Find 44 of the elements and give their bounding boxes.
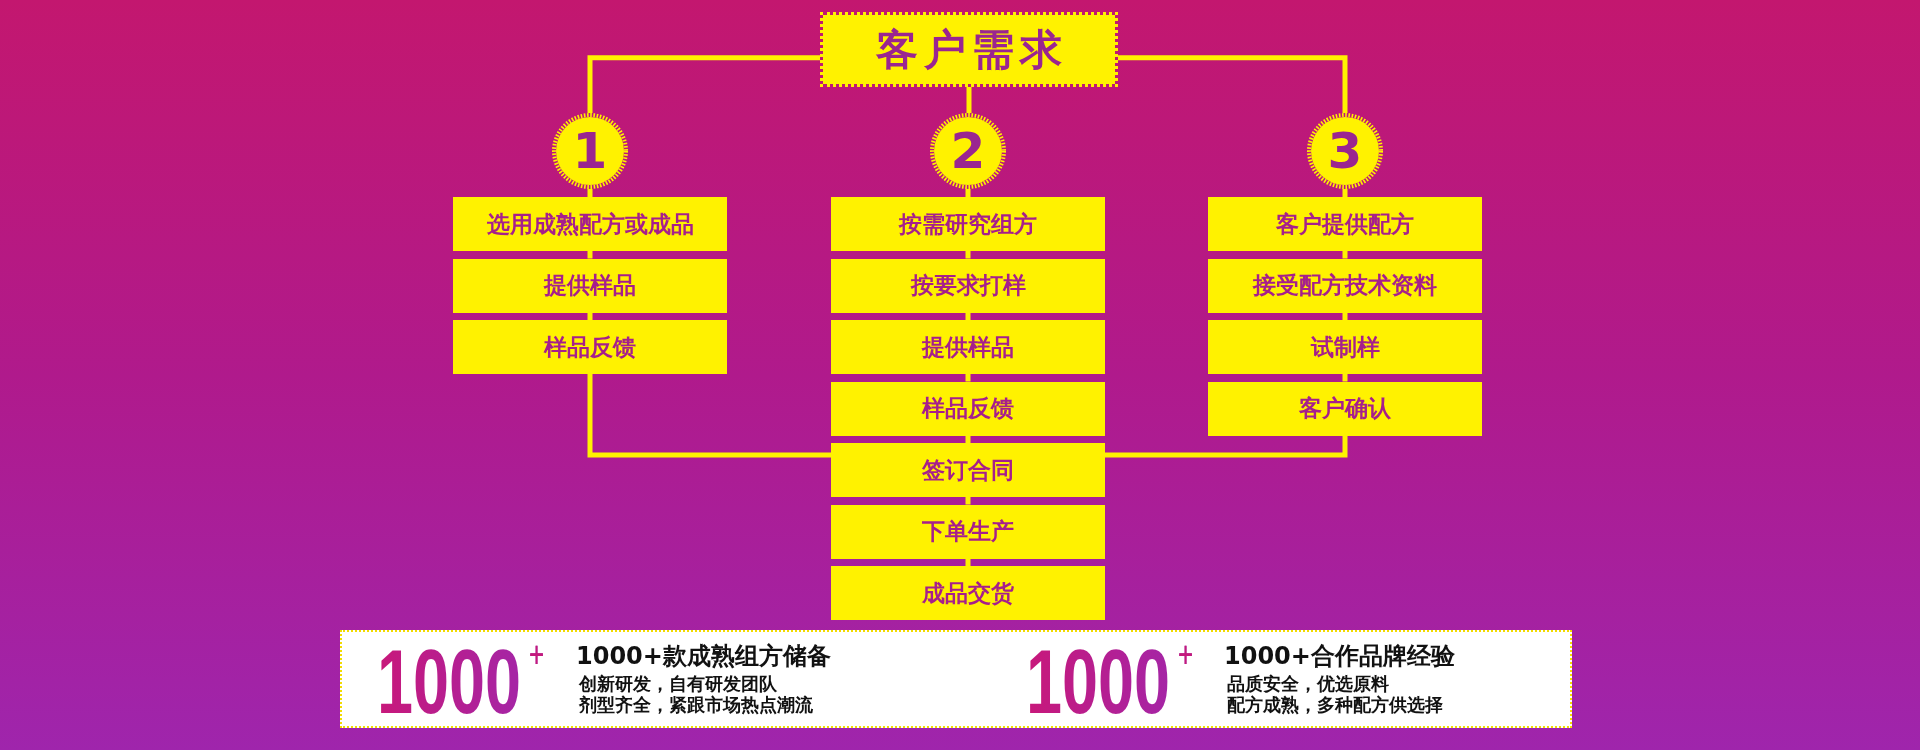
- step-number-circle: 2: [930, 113, 1006, 189]
- connector-line: [1342, 251, 1348, 259]
- step-number-circle: 3: [1307, 113, 1383, 189]
- connector-line: [966, 87, 972, 113]
- step-box: 按要求打样: [831, 258, 1105, 313]
- connector-line: [587, 374, 831, 458]
- step-box: 样品反馈: [453, 320, 727, 374]
- connector-line: [965, 374, 971, 382]
- step-number-circle: 1: [552, 113, 628, 189]
- step-box: 提供样品: [453, 258, 727, 313]
- step-box: 选用成熟配方或成品: [453, 197, 727, 251]
- connector-line: [965, 497, 971, 505]
- step-box: 下单生产: [831, 504, 1105, 559]
- connector-line: [965, 558, 971, 566]
- connector-line: [965, 251, 971, 259]
- feature-text: 配方成熟，多种配方供选择: [1227, 694, 1443, 715]
- step-box: 按需研究组方: [831, 197, 1105, 251]
- feature-text: 创新研发，自有研发团队: [579, 673, 777, 694]
- connector-line: [1342, 374, 1348, 382]
- step-box: 客户提供配方: [1208, 197, 1482, 251]
- step-box: 签订合同: [831, 443, 1105, 497]
- connector-line: [587, 189, 593, 197]
- feature-text: 剂型齐全，紧跟市场热点潮流: [579, 694, 813, 715]
- step-box: 客户确认: [1208, 381, 1482, 436]
- connector-line: [1342, 189, 1348, 197]
- connector-line: [1118, 55, 1348, 113]
- connector-line: [587, 55, 820, 113]
- step-box: 样品反馈: [831, 381, 1105, 436]
- connector-line: [587, 312, 593, 320]
- step-box: 成品交货: [831, 566, 1105, 620]
- step-box: 接受配方技术资料: [1208, 258, 1482, 313]
- request-box: 客户需求: [820, 12, 1118, 87]
- step-box: 试制样: [1208, 320, 1482, 374]
- connector-line: [965, 435, 971, 443]
- feature-text: 品质安全，优选原料: [1227, 673, 1389, 694]
- feature-heading: 1000+款成熟组方储备: [576, 642, 831, 670]
- connector-line: [965, 312, 971, 320]
- connector-line: [1342, 312, 1348, 320]
- step-box: 提供样品: [831, 320, 1105, 374]
- connector-line: [587, 251, 593, 259]
- info-banner: [340, 630, 1572, 728]
- connector-line: [1105, 435, 1348, 458]
- feature-heading: 1000+合作品牌经验: [1224, 642, 1455, 670]
- connector-line: [965, 189, 971, 197]
